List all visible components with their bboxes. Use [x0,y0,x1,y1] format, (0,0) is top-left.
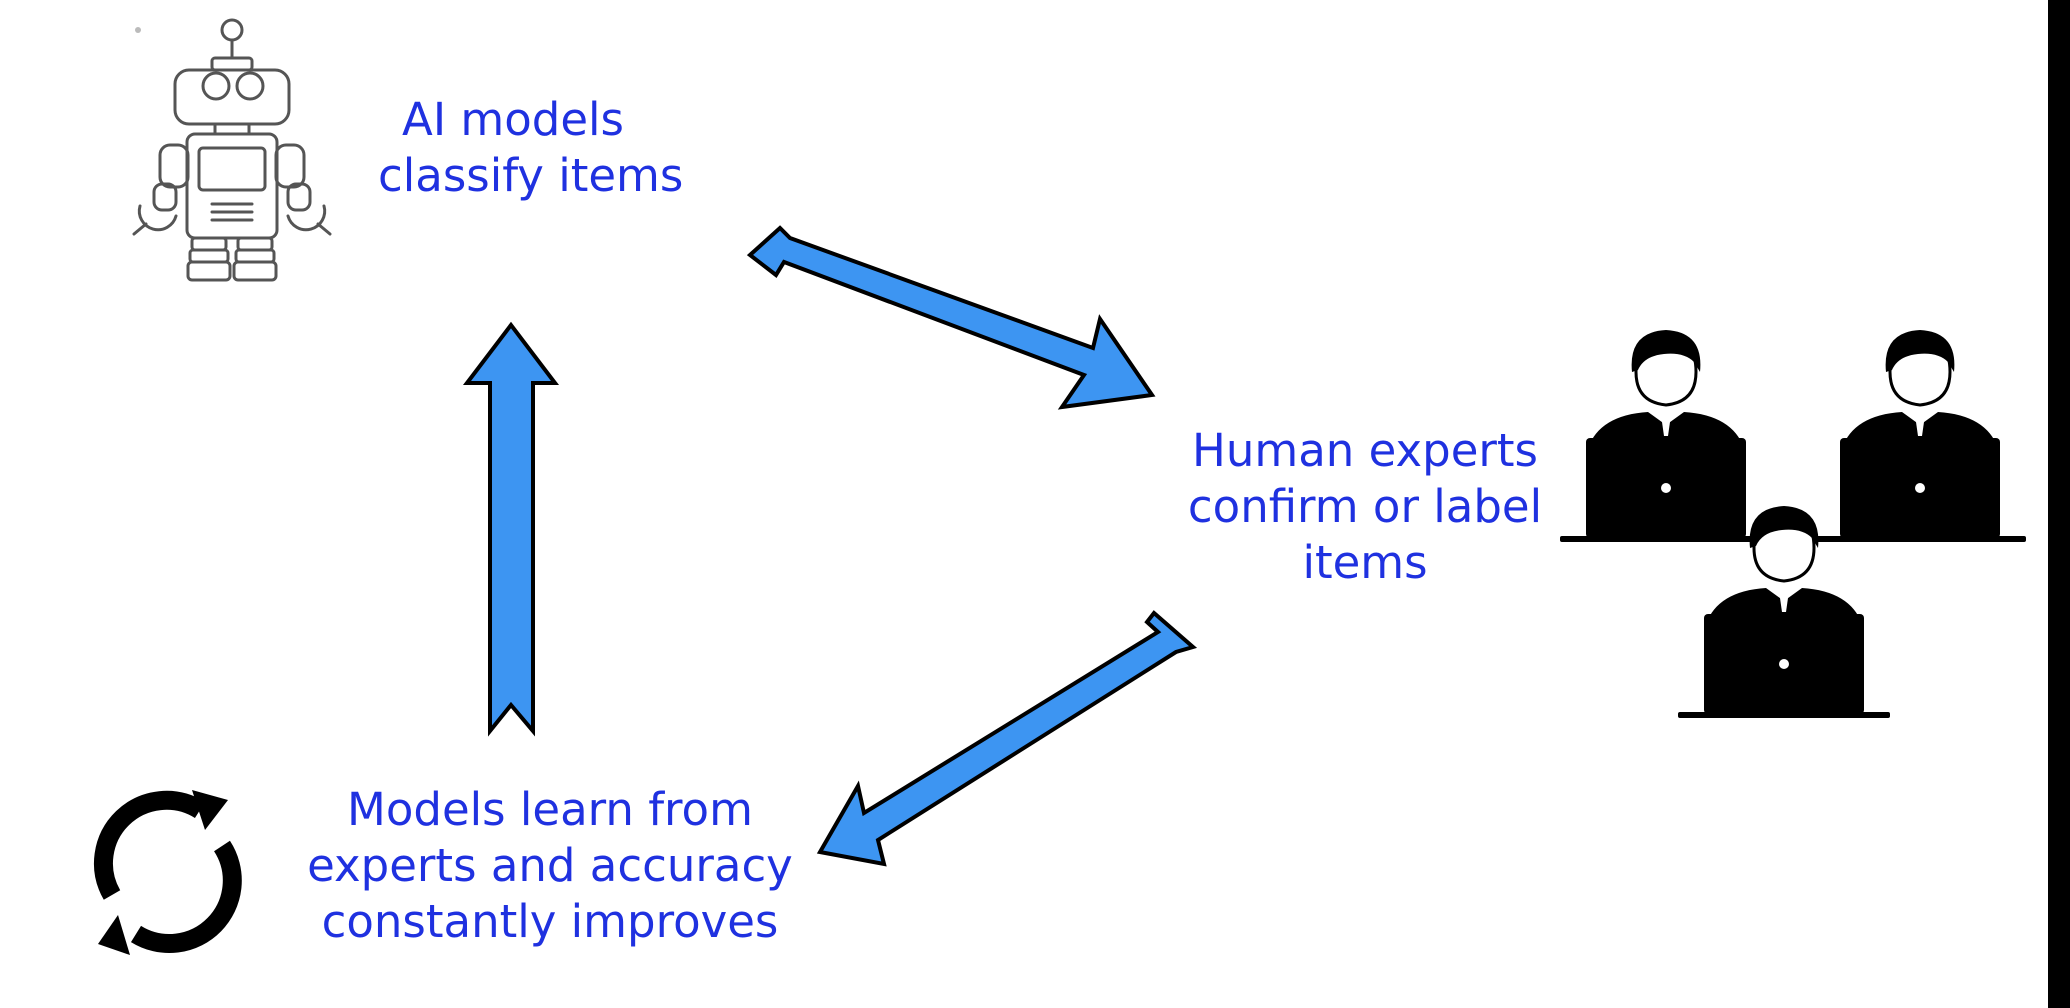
ai-models-label-line-1: AI models [402,93,624,146]
person-icon [1678,506,1890,718]
ai-models-label: AI models classify items [378,92,684,204]
models-learn-label-line-1: Models learn from [347,783,753,836]
human-experts-label-line-2: confirm or label [1187,480,1543,533]
human-experts-label: Human experts confirm or label items [1180,423,1550,591]
refresh-cycle-icon [93,790,242,955]
person-icon [1814,330,2026,542]
robot-icon [132,18,332,282]
human-experts-label-line-1: Human experts [1192,424,1538,477]
ai-models-label-line-2: classify items [378,149,684,202]
models-learn-label-line-3: constantly improves [321,895,779,948]
arrow-up-icon [462,321,560,737]
people-at-laptops-icon [1560,330,2026,718]
person-icon [1560,330,1772,542]
human-experts-label-line-3: items [1302,536,1428,589]
arrow-right-down-icon [746,225,1156,410]
arrow-left-down-icon [816,610,1198,867]
models-learn-label: Models learn from experts and accuracy c… [300,782,800,950]
models-learn-label-line-2: experts and accuracy [307,839,793,892]
